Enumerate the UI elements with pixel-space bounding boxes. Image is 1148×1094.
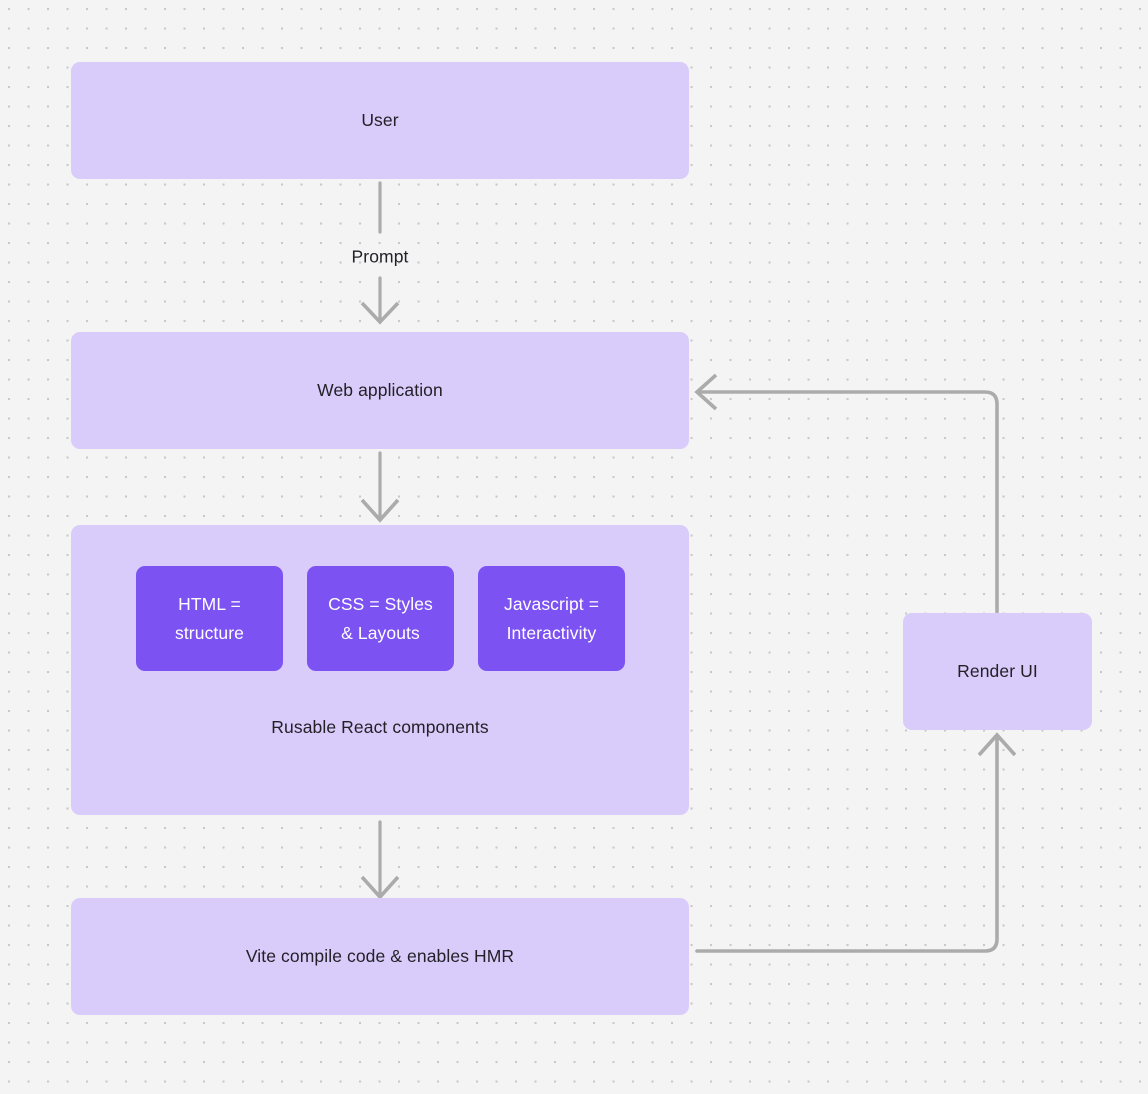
chip-html-line2: structure <box>175 622 244 643</box>
edge-components-to-vite <box>360 820 400 900</box>
react-components-caption: Rusable React components <box>271 717 489 737</box>
node-vite-label: Vite compile code & enables HMR <box>245 945 515 966</box>
chip-css-line2: & Layouts <box>341 622 420 643</box>
chip-css[interactable]: CSS = Styles & Layouts <box>307 566 454 671</box>
chip-css-label: CSS = Styles & Layouts <box>328 590 433 648</box>
edge-vite-to-render <box>695 732 1017 953</box>
chip-javascript-line2: Interactivity <box>506 622 597 643</box>
chip-javascript[interactable]: Javascript = Interactivity <box>478 566 625 671</box>
chip-javascript-label: Javascript = Interactivity <box>504 590 599 648</box>
node-vite[interactable]: Vite compile code & enables HMR <box>71 898 689 1015</box>
node-user-label: User <box>361 109 399 130</box>
node-react-components-group[interactable]: HTML = structure CSS = Styles & Layouts Ja… <box>71 525 689 815</box>
chip-row: HTML = structure CSS = Styles & Layouts Ja… <box>136 566 625 671</box>
chip-css-line1: CSS = Styles <box>328 593 433 614</box>
node-user[interactable]: User <box>71 62 689 179</box>
chip-html-label: HTML = structure <box>175 590 244 648</box>
chip-html-line1: HTML = <box>178 593 241 614</box>
node-render-ui[interactable]: Render UI <box>903 613 1092 730</box>
node-render-ui-label: Render UI <box>957 660 1038 681</box>
edge-webapp-to-components <box>360 451 400 523</box>
chip-javascript-line1: Javascript = <box>503 593 600 614</box>
chip-html[interactable]: HTML = structure <box>136 566 283 671</box>
edge-label-prompt: Prompt <box>351 246 409 267</box>
node-web-application-label: Web application <box>317 379 443 400</box>
edge-render-to-webapp <box>694 373 999 614</box>
node-web-application[interactable]: Web application <box>71 332 689 449</box>
